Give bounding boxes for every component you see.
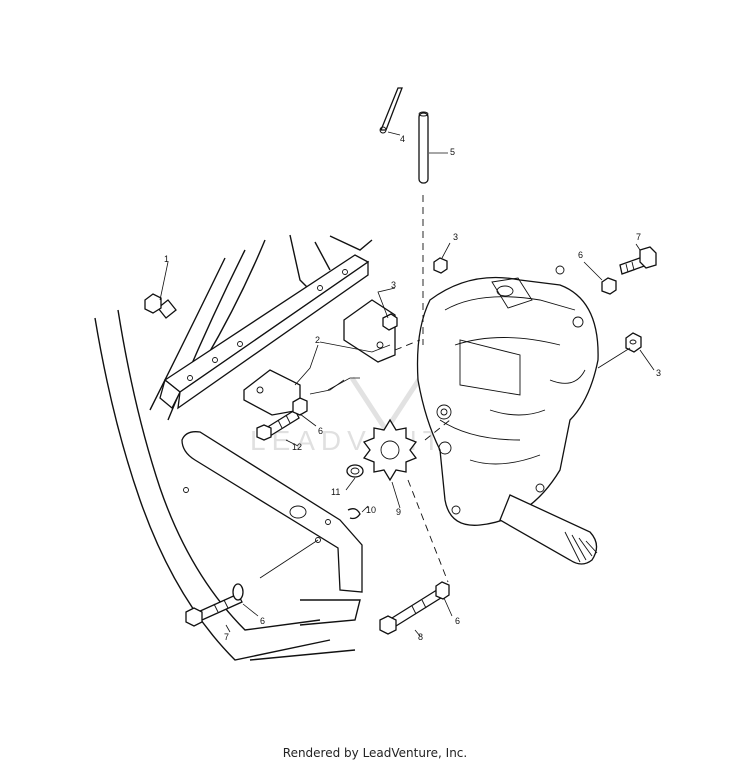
exploded-parts-diagram: LEADVENTURE (0, 0, 661, 730)
gearbox-housing (418, 266, 599, 525)
callout-10: 10 (366, 505, 376, 515)
frame-tubes (95, 235, 372, 660)
assembly-lines (395, 195, 450, 582)
clip-10 (348, 509, 360, 519)
bolt-7-top (620, 247, 656, 274)
cotter-pin (380, 88, 402, 133)
callout-3-right: 3 (656, 368, 661, 378)
callout-6-bottom-right: 6 (455, 616, 460, 626)
callout-6-mid: 6 (318, 426, 323, 436)
leader-lines (160, 132, 654, 636)
washer-11 (347, 465, 363, 477)
washer-6-mid (293, 398, 307, 415)
callout-12: 12 (292, 442, 302, 452)
spacer-tube (419, 112, 428, 183)
callout-3-top: 3 (453, 232, 458, 242)
callout-6-bottom-left: 6 (260, 616, 265, 626)
footer-credit: Rendered by LeadVenture, Inc. (282, 746, 468, 760)
callout-2: 2 (315, 335, 320, 345)
callout-3-left: 3 (391, 280, 396, 290)
output-shaft (500, 495, 597, 564)
callout-11: 11 (331, 487, 340, 497)
nut-3-right (626, 333, 641, 352)
lower-plate (182, 432, 362, 592)
washer-6-bottom-left (233, 584, 243, 600)
callout-9: 9 (396, 507, 401, 517)
callout-7-top: 7 (636, 232, 641, 242)
drive-sprocket (364, 420, 416, 480)
bolt-12 (257, 410, 299, 440)
nut-3-top (434, 258, 447, 273)
callouts: 1 2 3 3 3 4 5 6 6 6 6 7 7 8 9 10 11 12 (164, 134, 661, 642)
washer-6-top (602, 278, 616, 294)
bolt-1 (145, 294, 176, 318)
callout-8: 8 (418, 632, 423, 642)
callout-7-bottom: 7 (224, 632, 229, 642)
mount-bracket-lower (244, 370, 300, 415)
bolt-7-bottom (186, 594, 242, 626)
washer-6-bottom-right (436, 582, 449, 599)
callout-6-top: 6 (578, 250, 583, 260)
callout-1: 1 (164, 254, 169, 264)
callout-5: 5 (450, 147, 455, 157)
mounting-rail (160, 255, 368, 408)
bolt-8 (380, 588, 444, 634)
mount-bracket-upper (344, 300, 397, 362)
callout-4: 4 (400, 134, 405, 144)
